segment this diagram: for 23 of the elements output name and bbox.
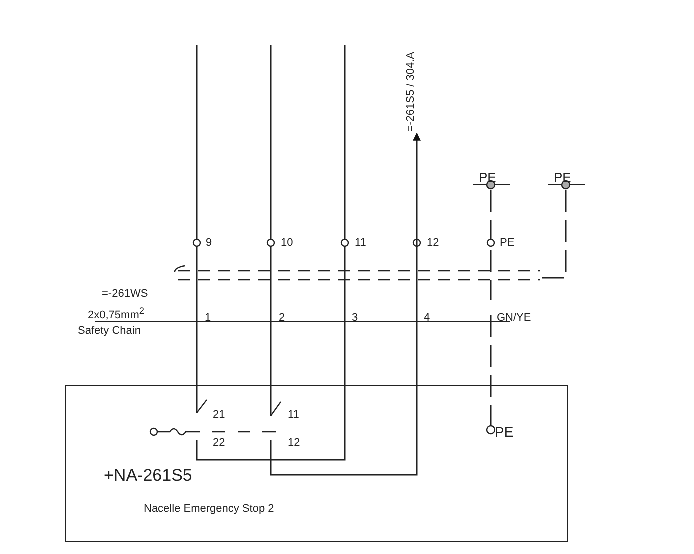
- cable-tag: =-261WS: [102, 288, 148, 300]
- contact-number: 22: [213, 437, 226, 449]
- terminal-number: 10: [281, 237, 294, 249]
- terminal-number: 11: [355, 237, 366, 249]
- terminal-number: 9: [206, 237, 212, 249]
- contact-number: 11: [288, 409, 300, 421]
- contact-number: 12: [288, 437, 300, 449]
- terminal-number: PE: [500, 237, 515, 249]
- contact-number: 21: [213, 409, 226, 421]
- core-number: 4: [424, 312, 430, 324]
- arrow: [413, 132, 421, 385]
- core-number: 1: [205, 312, 212, 324]
- cross-reference: =-261S5 / 304.A: [405, 52, 417, 132]
- core-color: GN/YE: [497, 312, 532, 324]
- cable-name: Safety Chain: [78, 325, 141, 337]
- device-tag: +NA-261S5: [104, 466, 192, 485]
- terminal-number: 12: [427, 237, 440, 249]
- pe-label: PE: [495, 424, 514, 440]
- core-number: 3: [352, 312, 358, 324]
- cable-spec: 2x0,75mm$^{2}$: [88, 305, 144, 322]
- core-number: 2: [279, 312, 286, 324]
- device-name: Nacelle Emergency Stop 2: [144, 503, 274, 516]
- enclosure-box: [65, 385, 568, 542]
